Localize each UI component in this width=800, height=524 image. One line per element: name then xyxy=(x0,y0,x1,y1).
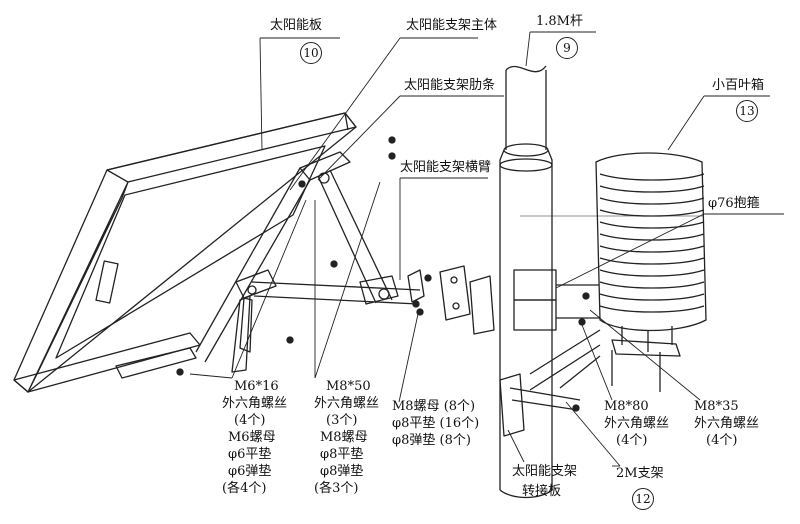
label-cross-arm: 太阳能支架横臂 xyxy=(400,160,492,175)
callout-line: (3个) xyxy=(326,413,358,428)
label-bracket-body: 太阳能支架主体 xyxy=(406,18,498,33)
callout-m8x50: M8*50 外六角螺丝 (3个) M8螺母 φ8平垫 φ8弹垫 (各3个) xyxy=(314,378,379,497)
callout-line: M8螺母 xyxy=(320,430,368,445)
callout-line: 外六角螺丝 xyxy=(222,396,288,411)
part-number-support: 12 xyxy=(632,488,654,510)
label-solar-panel: 太阳能板 xyxy=(270,18,323,33)
cross-arm-drawing xyxy=(439,265,495,335)
bolts-drawing xyxy=(176,136,590,412)
label-adapter-line1: 太阳能支架 xyxy=(512,464,578,479)
callout-m8x35: M8*35 外六角螺丝 (4个) xyxy=(694,398,759,449)
callout-line: (各3个) xyxy=(314,481,359,496)
callout-line: M8*50 xyxy=(326,379,371,394)
callout-m8-nuts: M8螺母 (8个) φ8平垫 (16个) φ8弹垫 (8个) xyxy=(392,398,479,449)
part-number-solar-panel: 10 xyxy=(300,42,322,64)
label-hoop: φ76抱箍 xyxy=(708,196,760,211)
callout-m8x80: M8*80 外六角螺丝 (4个) xyxy=(604,398,669,449)
callout-line: φ8弹垫 xyxy=(320,464,364,479)
louver-box-drawing xyxy=(559,152,707,392)
callout-line: M8螺母 (8个) xyxy=(392,399,476,414)
callout-line: 外六角螺丝 xyxy=(604,416,670,431)
callout-line: φ8弹垫 (8个) xyxy=(392,433,471,448)
callout-line: (4个) xyxy=(616,433,648,448)
callout-line: 外六角螺丝 xyxy=(694,416,760,431)
hoop-drawing xyxy=(509,269,600,411)
solar-panel-drawing xyxy=(13,112,357,393)
callout-line: 外六角螺丝 xyxy=(314,396,380,411)
callout-line: φ6平垫 xyxy=(228,447,272,462)
part-number-louver-box: 13 xyxy=(736,100,758,122)
callout-line: M8*35 xyxy=(694,399,739,414)
callout-line: M6*16 xyxy=(234,379,279,394)
callout-line: M6螺母 xyxy=(228,430,276,445)
pole-drawing xyxy=(499,65,601,499)
callout-line: φ8平垫 xyxy=(320,447,364,462)
callout-line: (4个) xyxy=(706,433,738,448)
callout-line: (4个) xyxy=(234,413,266,428)
callout-line: M8*80 xyxy=(604,399,649,414)
callout-line: (各4个) xyxy=(222,481,267,496)
label-louver-box: 小百叶箱 xyxy=(712,78,765,93)
label-support: 2M支架 xyxy=(616,466,664,481)
callout-m6x16: M6*16 外六角螺丝 (4个) M6螺母 φ6平垫 φ6弹垫 (各4个) xyxy=(222,378,287,497)
label-rib: 太阳能支架肋条 xyxy=(404,78,496,93)
callout-line: φ6弹垫 xyxy=(228,464,272,479)
part-number-pole: 9 xyxy=(556,37,578,59)
label-pole: 1.8M杆 xyxy=(536,14,583,29)
callout-line: φ8平垫 (16个) xyxy=(392,416,480,431)
label-adapter-line2: 转接板 xyxy=(522,484,562,499)
bracket-body-drawing xyxy=(195,151,425,373)
